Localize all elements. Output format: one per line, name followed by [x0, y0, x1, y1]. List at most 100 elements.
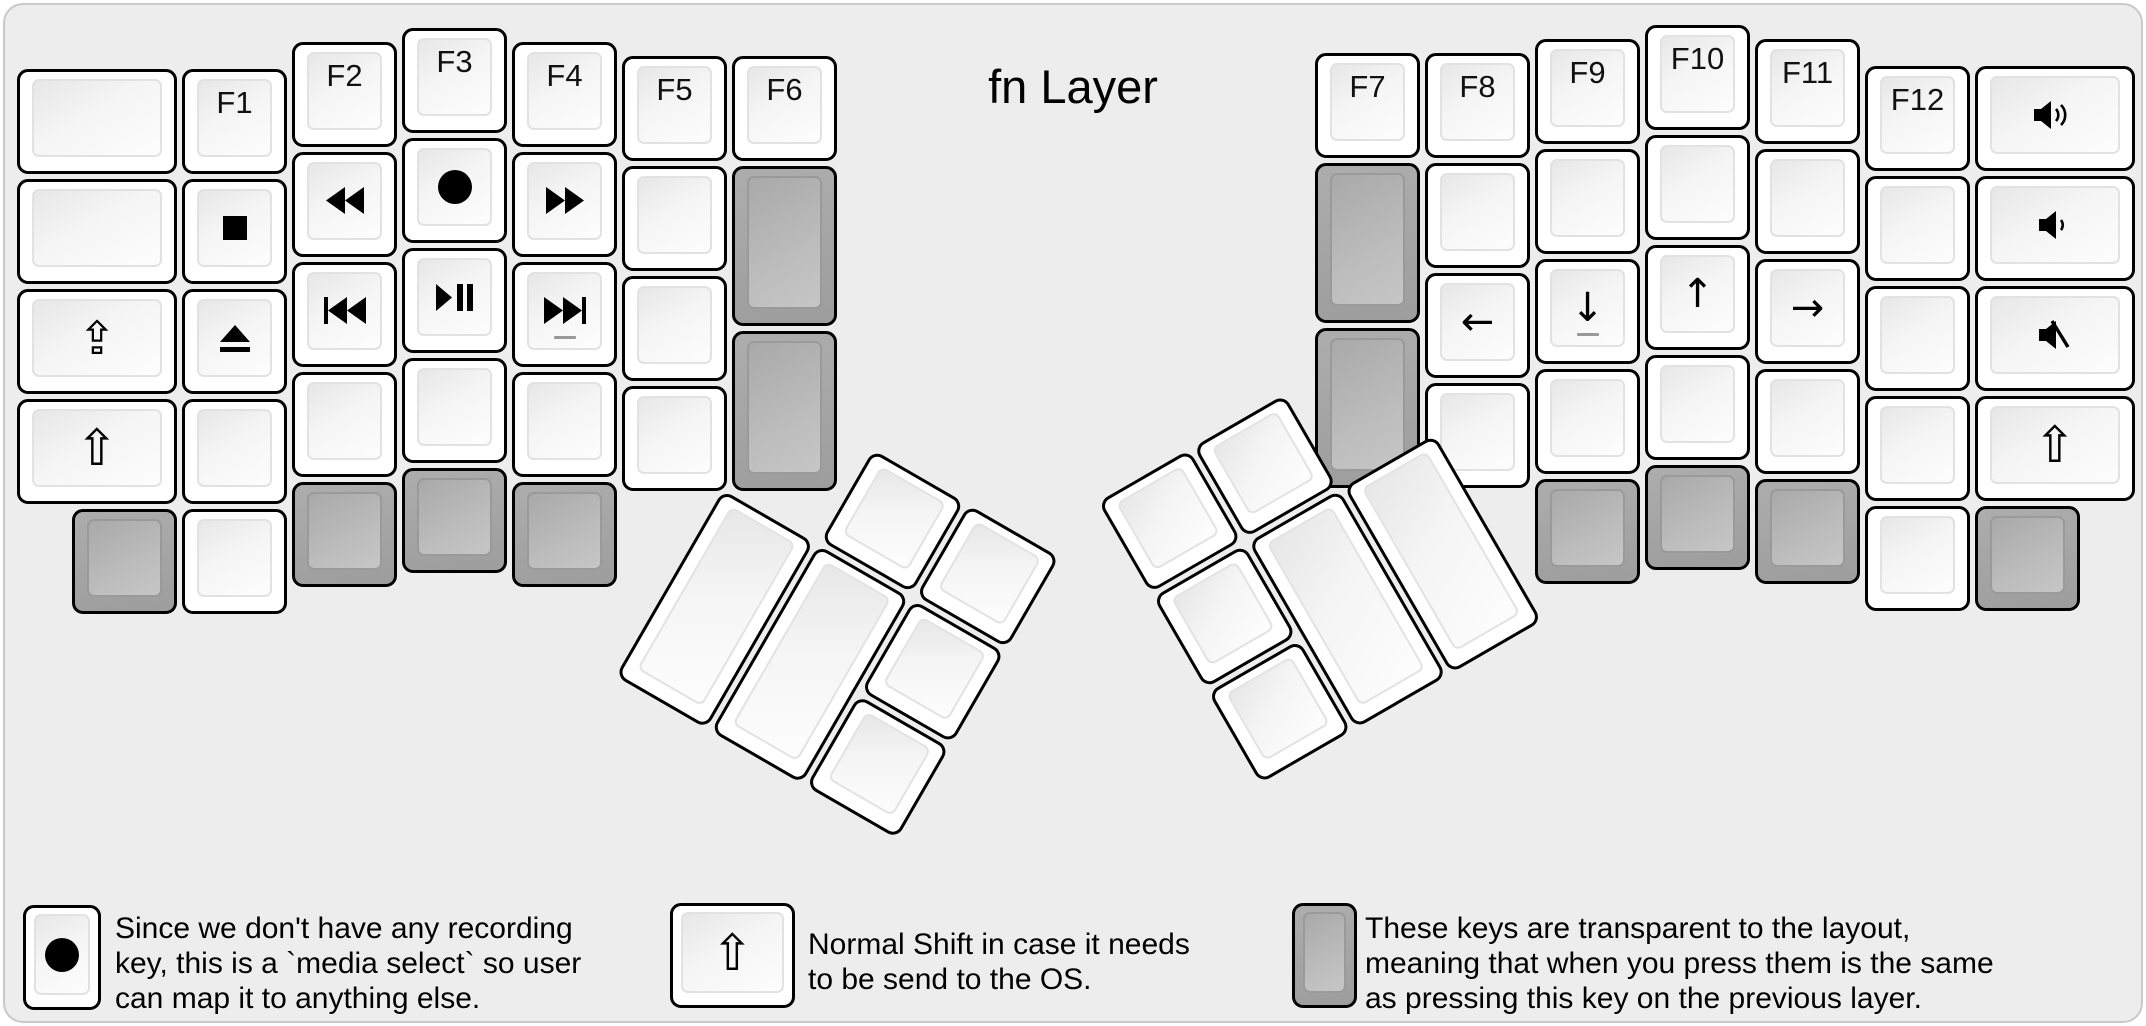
key-volume-up	[1975, 66, 2135, 172]
keytop-surface	[1880, 406, 1955, 485]
keytop-surface	[1990, 76, 2120, 155]
key-shift: ⇧	[1975, 396, 2135, 502]
keytop-surface	[937, 520, 1042, 626]
keytop-surface	[527, 491, 602, 570]
keytop-surface	[842, 465, 947, 571]
key-next-track	[512, 261, 617, 367]
key-blank	[402, 358, 507, 463]
record-icon	[419, 150, 490, 224]
key-transparent	[1315, 327, 1420, 488]
stop-icon	[199, 191, 270, 265]
key-f4: F4	[512, 41, 617, 147]
legend-text-line: can map it to anything else.	[115, 982, 481, 1015]
record-icon	[36, 916, 88, 993]
key-label: F8	[1459, 68, 1496, 104]
keytop-surface: F5	[637, 65, 712, 144]
key-transparent	[732, 330, 837, 491]
legend-text-line: meaning that when you press them is the …	[1365, 947, 1994, 980]
key-label: F6	[766, 71, 803, 107]
keytop-surface	[1990, 516, 2065, 595]
keytop-surface	[197, 189, 272, 268]
keytop-surface	[197, 299, 272, 378]
key-f12: F12	[1865, 66, 1970, 172]
keytop-surface	[1225, 656, 1330, 762]
key-blank	[512, 371, 617, 477]
keytop-surface: F7	[1330, 62, 1405, 141]
legend-text-line: key, this is a `media select` so user	[115, 947, 582, 980]
keytop-surface	[197, 409, 272, 488]
key-prev-track	[292, 261, 397, 367]
keytop-surface	[527, 381, 602, 460]
key-label: F7	[1349, 68, 1386, 104]
capslock-icon: ⇪	[77, 311, 117, 366]
keytop-surface	[32, 189, 162, 268]
keytop-surface	[34, 914, 90, 995]
key-f9: F9	[1535, 38, 1640, 144]
key-arrow-left: ←	[1425, 272, 1530, 378]
prev-track-icon	[309, 274, 380, 348]
keytop-surface	[1880, 296, 1955, 375]
mute-icon	[1992, 298, 2118, 372]
key-blank	[622, 165, 727, 271]
keytop-surface	[1330, 172, 1405, 306]
key-transparent	[72, 509, 177, 615]
key-label: F11	[1781, 54, 1834, 90]
key-label: F4	[546, 57, 583, 93]
keytop-surface	[417, 368, 492, 446]
legend-text-line: Normal Shift in case it needs	[808, 928, 1190, 961]
keytop-surface	[1990, 296, 2120, 375]
key-label: F5	[656, 71, 693, 107]
keytop-surface	[1990, 186, 2120, 265]
keytop-surface: ←	[1440, 282, 1515, 361]
key-blank	[17, 179, 177, 285]
key-eject	[182, 289, 287, 395]
keytop-surface: ↑	[1660, 255, 1735, 333]
keytop-surface: F4	[527, 51, 602, 130]
legend-text-line: to be send to the OS.	[808, 963, 1092, 996]
keytop-surface	[417, 148, 492, 226]
key-transparent	[1645, 465, 1750, 570]
keytop-surface	[1170, 560, 1275, 666]
keytop-surface	[1770, 488, 1845, 567]
key-f11: F11	[1755, 38, 1860, 144]
key-blank	[17, 69, 177, 175]
keytop-surface	[1550, 488, 1625, 567]
key-f6: F6	[732, 55, 837, 161]
key-transparent	[1535, 478, 1640, 584]
key-blank	[622, 275, 727, 381]
keytop-surface	[1660, 475, 1735, 553]
rewind-icon	[309, 164, 380, 238]
keytop-surface	[417, 258, 492, 336]
key-play-pause	[402, 248, 507, 353]
key-blank	[1865, 396, 1970, 502]
key-fast-forward	[512, 151, 617, 257]
key-label: F2	[326, 57, 363, 93]
keytop-surface	[637, 285, 712, 364]
key-transparent	[1755, 478, 1860, 584]
key-label: F12	[1890, 82, 1945, 118]
key-f8: F8	[1425, 52, 1530, 158]
key-label: F1	[216, 85, 253, 121]
keytop-surface	[307, 271, 382, 350]
key-blank	[1865, 176, 1970, 282]
keytop-surface	[527, 271, 602, 350]
keytop-surface: F9	[1550, 48, 1625, 127]
keytop-surface	[747, 340, 822, 474]
key-blank	[1425, 162, 1530, 268]
keytop-surface	[1880, 516, 1955, 595]
keytop-surface: F2	[307, 51, 382, 130]
arrow-left-icon: ←	[1460, 298, 1495, 345]
keytop-surface	[307, 161, 382, 240]
eject-icon	[199, 301, 270, 375]
keytop-surface: ⇧	[32, 409, 162, 488]
keytop-surface	[882, 616, 987, 722]
next-track-icon	[529, 274, 600, 348]
legend-sample-key-shift-note: ⇧	[670, 903, 795, 1008]
key-blank	[1865, 286, 1970, 392]
keytop-surface	[1660, 145, 1735, 223]
keytop-surface: F6	[747, 65, 822, 144]
key-volume-down	[1975, 176, 2135, 282]
key-label: F3	[436, 44, 473, 79]
